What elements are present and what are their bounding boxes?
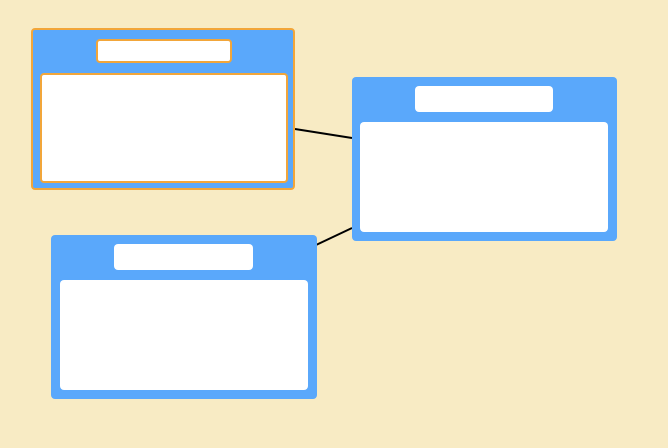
node-3[interactable] [51, 235, 317, 399]
node-1-body[interactable] [40, 73, 288, 183]
connector-node-1-node-2 [294, 128, 353, 139]
node-1[interactable] [31, 28, 295, 190]
node-2[interactable] [352, 77, 617, 241]
node-2-title[interactable] [415, 86, 553, 112]
node-2-body[interactable] [360, 122, 608, 232]
node-1-title-input[interactable] [96, 39, 232, 63]
node-3-title[interactable] [114, 244, 253, 270]
connector-node-3-node-2 [315, 227, 353, 246]
node-3-body[interactable] [60, 280, 308, 390]
